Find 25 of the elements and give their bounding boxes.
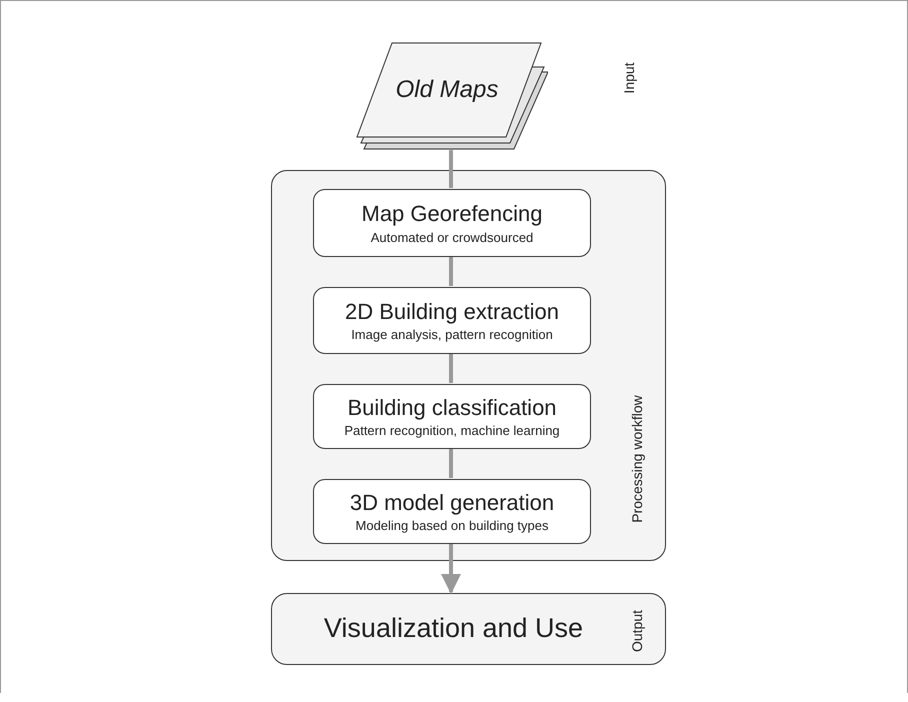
- step-title: Map Georefencing: [362, 201, 542, 227]
- section-label: Processing workflow: [629, 395, 645, 523]
- step-description: Modeling based on building types: [356, 518, 548, 534]
- step-description: Automated or crowdsourced: [370, 230, 534, 245]
- step-title: 3D model generation: [350, 490, 554, 516]
- stacked-maps-parallelogram: [354, 42, 548, 150]
- connector-line: [449, 353, 453, 383]
- step-description: Image analysis, pattern recognition: [351, 327, 553, 342]
- section-label: Output: [629, 610, 645, 652]
- connector-line: [449, 150, 453, 188]
- step-description: Pattern recognition, machine learning: [344, 423, 560, 438]
- process-box: [313, 479, 591, 544]
- step-title: 2D Building extraction: [344, 298, 559, 324]
- step-title: Building classification: [347, 394, 557, 420]
- process-box: [313, 189, 591, 257]
- workflow-container: [271, 170, 666, 561]
- output-title: Visualization and Use: [324, 613, 584, 645]
- connector-line: [449, 448, 453, 478]
- section-label: Input: [621, 62, 637, 94]
- map-label: Old Maps: [396, 76, 498, 104]
- connector-line: [449, 256, 453, 286]
- output-box: [271, 593, 666, 665]
- process-box: [313, 384, 591, 449]
- process-box: [313, 287, 591, 354]
- arrow: [441, 543, 461, 594]
